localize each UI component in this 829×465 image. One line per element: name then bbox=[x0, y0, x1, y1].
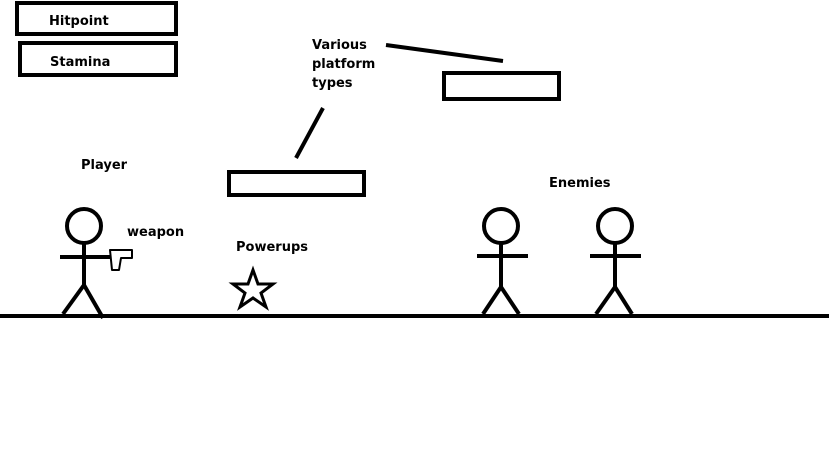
enemies-label: Enemies bbox=[549, 176, 611, 191]
weapon-label: weapon bbox=[127, 225, 184, 240]
platforms-annotation: Various platform types bbox=[294, 38, 504, 159]
platform-lower bbox=[227, 170, 366, 197]
player-label: Player bbox=[81, 158, 128, 173]
enemy-leg-right bbox=[613, 285, 634, 316]
powerups-label: Powerups bbox=[236, 240, 308, 255]
enemy-leg-left bbox=[594, 285, 617, 316]
stamina-bar bbox=[18, 41, 178, 77]
platforms-label-line3: types bbox=[312, 76, 353, 91]
enemy-figure bbox=[590, 207, 641, 316]
player-leg-left bbox=[61, 283, 86, 316]
pointer-line-lower bbox=[294, 107, 325, 159]
stamina-label: Stamina bbox=[50, 55, 110, 70]
platform-upper bbox=[442, 71, 561, 101]
hitpoint-bar bbox=[15, 1, 178, 36]
enemy-leg-left bbox=[481, 285, 503, 316]
enemy-head bbox=[596, 207, 634, 245]
player-figure: Player bbox=[60, 158, 128, 319]
hud: Hitpoint Stamina bbox=[15, 1, 178, 77]
pointer-line-upper bbox=[385, 43, 504, 63]
platforms-label-line1: Various bbox=[312, 38, 367, 53]
enemy-leg-right bbox=[499, 285, 521, 316]
star-icon bbox=[228, 265, 278, 311]
enemy-head bbox=[482, 207, 520, 245]
player-leg-right bbox=[82, 284, 105, 319]
platforms-label-line2: platform bbox=[312, 57, 375, 72]
player-head bbox=[65, 207, 103, 245]
hitpoint-label: Hitpoint bbox=[49, 14, 109, 29]
pistol-icon bbox=[109, 249, 133, 271]
enemy-figure bbox=[477, 207, 528, 316]
